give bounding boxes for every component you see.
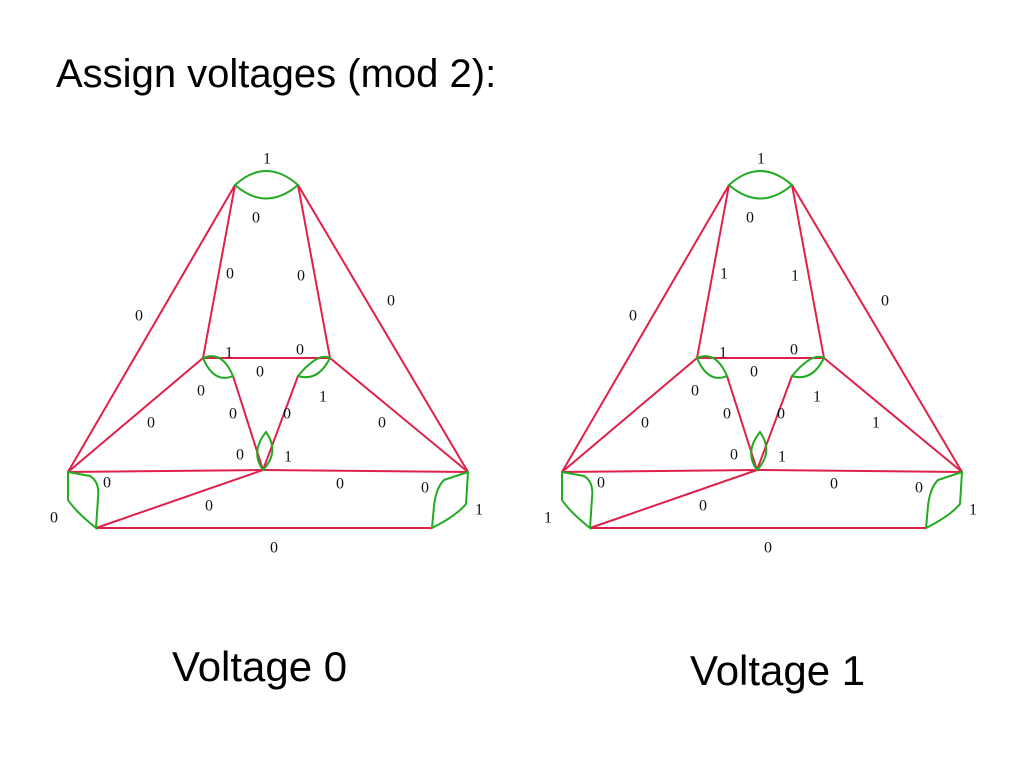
voltage-label-right-4: 0: [629, 308, 637, 325]
voltage-label-left-8: 0: [256, 364, 264, 381]
vertex-loop: [256, 430, 274, 472]
vertex-loop: [695, 355, 729, 379]
voltage-label-left-3: 0: [297, 268, 305, 285]
voltage-label-right-13: 0: [777, 406, 785, 423]
voltage-label-right-16: 1: [778, 449, 786, 466]
voltage-label-left-6: 1: [225, 345, 233, 362]
voltage-label-right-0: 1: [757, 151, 765, 168]
graph-edge: [561, 184, 730, 473]
vertex-loop: [233, 170, 300, 200]
graph-edge: [67, 184, 236, 473]
voltage-label-right-1: 0: [746, 210, 754, 227]
voltage-label-left-11: 0: [147, 415, 155, 432]
vertex-loop: [924, 470, 964, 530]
voltage-label-left-20: 0: [421, 480, 429, 497]
vertex-loop: [430, 470, 470, 530]
voltage-graph-left: 1 0 0 0 0 0 1 0 0 0 1 0 0 0 0 0 1 0 0 0 0 0 1 0: [50, 151, 483, 557]
vertex-loop: [201, 355, 235, 379]
voltage-label-left-12: 0: [229, 406, 237, 423]
voltage-label-left-17: 0: [103, 475, 111, 492]
voltage-label-right-19: 0: [699, 498, 707, 515]
graph-edge: [756, 469, 963, 473]
voltage-label-right-22: 1: [969, 502, 977, 519]
voltage-label-left-13: 0: [283, 406, 291, 423]
voltage-label-right-23: 0: [764, 540, 772, 557]
voltage-label-right-14: 1: [872, 415, 880, 432]
graph-edge: [561, 469, 758, 473]
graph-edge: [589, 469, 758, 529]
graph-edge: [561, 357, 698, 473]
voltage-label-left-21: 0: [50, 510, 58, 527]
voltage-label-left-19: 0: [205, 498, 213, 515]
graph-edge: [791, 184, 963, 473]
voltage-label-right-21: 1: [544, 510, 552, 527]
vertex-loop: [561, 470, 594, 530]
voltage-label-right-10: 1: [813, 389, 821, 406]
voltage-label-left-2: 0: [226, 266, 234, 283]
voltage-label-right-7: 0: [790, 342, 798, 359]
graph-edge: [262, 375, 299, 471]
graph-edge: [202, 184, 236, 359]
graph-edge: [67, 357, 204, 473]
voltage-label-right-18: 0: [830, 476, 838, 493]
voltage-label-left-1: 0: [252, 210, 260, 227]
page-title: Assign voltages (mod 2):: [56, 52, 497, 96]
voltage-label-right-20: 0: [915, 480, 923, 497]
voltage-label-right-5: 0: [881, 293, 889, 310]
voltage-label-left-4: 0: [135, 308, 143, 325]
graph-edge: [823, 357, 963, 473]
vertex-loop: [296, 355, 332, 379]
voltage-label-right-15: 0: [730, 447, 738, 464]
voltage-label-right-11: 0: [641, 415, 649, 432]
vertex-loop: [750, 430, 768, 472]
voltage-label-right-2: 1: [720, 266, 728, 283]
voltage-label-left-18: 0: [336, 476, 344, 493]
voltage-graph-right: 1 0 1 1 0 0 1 0 0 0 1 0 0 0 1 0 1 0 0 0 0 1 1 0: [544, 151, 977, 557]
voltage-label-left-5: 0: [387, 293, 395, 310]
vertex-loop: [67, 470, 100, 530]
voltage-label-left-10: 1: [319, 389, 327, 406]
voltage-label-right-12: 0: [723, 406, 731, 423]
caption-voltage-0: Voltage 0: [172, 643, 348, 690]
caption-voltage-1: Voltage 1: [690, 647, 866, 694]
graph-edge: [95, 469, 264, 529]
vertex-loop: [790, 355, 826, 379]
voltage-label-left-7: 0: [296, 342, 304, 359]
voltage-label-left-15: 0: [236, 447, 244, 464]
voltage-label-left-0: 1: [263, 151, 271, 168]
voltage-label-left-14: 0: [378, 415, 386, 432]
voltage-label-right-17: 0: [597, 475, 605, 492]
vertex-loop: [727, 170, 794, 200]
voltage-label-left-22: 1: [475, 502, 483, 519]
voltage-label-right-3: 1: [791, 268, 799, 285]
voltage-label-right-6: 1: [719, 345, 727, 362]
voltage-label-left-9: 0: [197, 383, 205, 400]
graph-edge: [329, 357, 469, 473]
graph-edge: [696, 184, 730, 359]
graph-edge: [297, 184, 331, 359]
voltage-label-left-23: 0: [270, 540, 278, 557]
voltage-label-right-9: 0: [691, 383, 699, 400]
graph-edge: [297, 184, 469, 473]
voltage-label-right-8: 0: [750, 364, 758, 381]
graph-edge: [67, 469, 264, 473]
graph-edge: [262, 469, 469, 473]
graph-edge: [791, 184, 825, 359]
graph-edge: [756, 375, 793, 471]
voltage-label-left-16: 1: [284, 449, 292, 466]
